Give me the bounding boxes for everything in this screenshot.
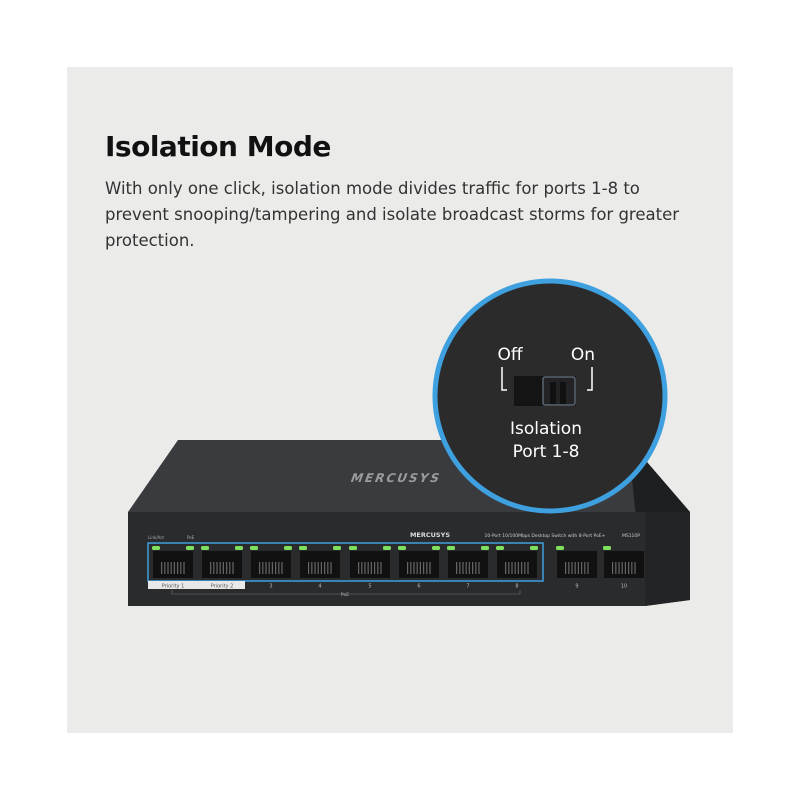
ethernet-port-7[interactable] (447, 546, 489, 578)
toggle-knob (542, 376, 576, 406)
caption-line1: Isolation (510, 419, 582, 439)
led-indicator (349, 546, 357, 550)
led-indicator (481, 546, 489, 550)
led-indicator (299, 546, 307, 550)
ethernet-port-8[interactable] (496, 546, 538, 578)
led-indicator (496, 546, 504, 550)
led-indicator (284, 546, 292, 550)
led-indicator (398, 546, 406, 550)
ethernet-port-6[interactable] (398, 546, 440, 578)
ethernet-port-10[interactable] (603, 546, 644, 578)
led-indicator (235, 546, 243, 550)
ethernet-port-2[interactable] (201, 546, 243, 578)
led-indicator (447, 546, 455, 550)
ethernet-port-9[interactable] (556, 546, 597, 578)
poe-group-label: PoE (341, 592, 349, 598)
led-indicator (152, 546, 160, 550)
top-logo: MERCUSYS (349, 470, 444, 485)
off-label: Off (497, 345, 523, 365)
led-label-poe: PoE (187, 535, 195, 540)
port-label: 3 (269, 584, 272, 590)
front-brand: MERCUSYS (410, 531, 450, 539)
led-indicator (186, 546, 194, 550)
description: With only one click, isolation mode divi… (105, 179, 680, 250)
priority-label-bg (148, 581, 245, 589)
heading: Isolation Mode (105, 130, 331, 163)
model-description: 10-Port 10/100Mbps Desktop Switch with 8… (485, 533, 606, 539)
on-label: On (571, 345, 595, 365)
port-label: 6 (417, 584, 420, 590)
port-label: 4 (318, 584, 321, 590)
ethernet-port-4[interactable] (299, 546, 341, 578)
port-label: 9 (575, 584, 578, 590)
ethernet-port-3[interactable] (250, 546, 292, 578)
led-indicator (556, 546, 564, 550)
led-indicator (383, 546, 391, 550)
led-indicator (603, 546, 611, 550)
led-label-link: Link/Act (148, 535, 164, 540)
isolation-highlight (147, 542, 544, 582)
port-label: Priority 1 (162, 584, 185, 590)
led-indicator (333, 546, 341, 550)
port-label: 8 (515, 584, 518, 590)
port-label: 7 (466, 584, 469, 590)
led-indicator (530, 546, 538, 550)
port-label: 10 (621, 584, 627, 590)
isolation-toggle[interactable] (514, 376, 576, 406)
model: MS110P (622, 533, 640, 539)
port-label: 5 (368, 584, 371, 590)
led-indicator (432, 546, 440, 550)
ethernet-port-5[interactable] (349, 546, 391, 578)
led-indicator (250, 546, 258, 550)
port-label: Priority 2 (211, 584, 234, 590)
led-indicator (201, 546, 209, 550)
ethernet-port-1[interactable] (152, 546, 194, 578)
caption-line2: Port 1-8 (513, 442, 580, 462)
